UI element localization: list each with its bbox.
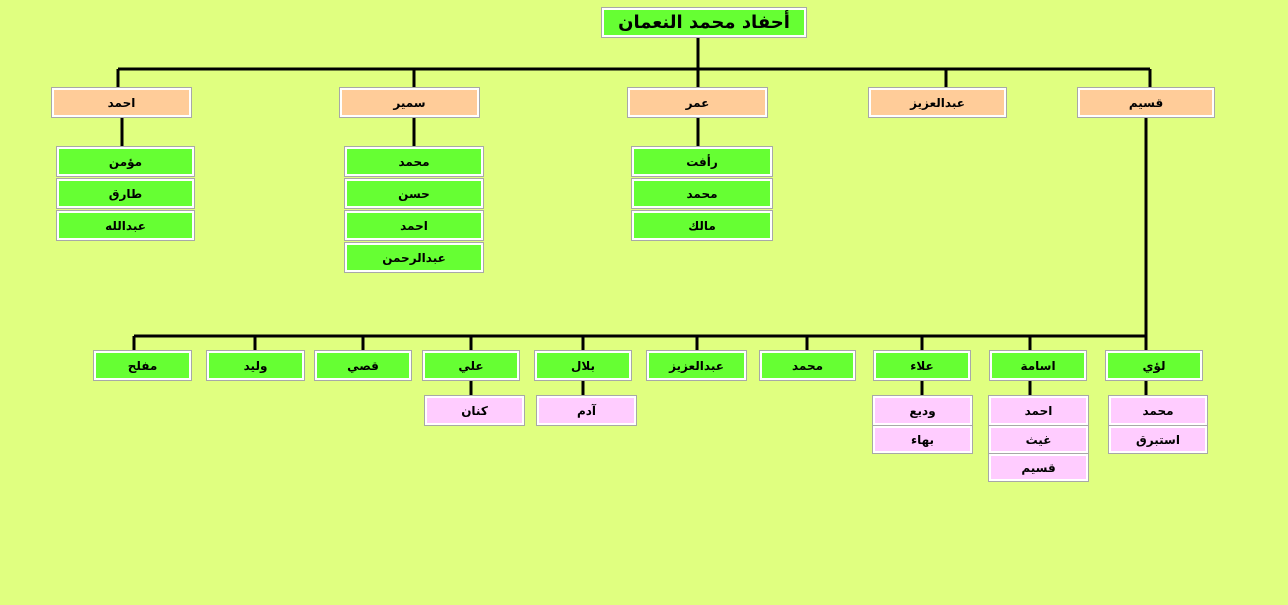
great-grandchild-node: بهاء (872, 425, 973, 454)
son-node: عمر (627, 87, 768, 118)
great-grandchild-node: كنان (424, 395, 525, 426)
grandchild-node: محمد (344, 146, 484, 177)
great-grandchild-node: آدم (536, 395, 637, 426)
grandchild-node: علي (422, 350, 520, 381)
grandchild-node: طارق (56, 178, 195, 209)
grandchild-node: بلال (534, 350, 632, 381)
son-node: سمير (339, 87, 480, 118)
great-grandchild-node: غيث (988, 425, 1089, 454)
grandchild-node: عبدالله (56, 210, 195, 241)
great-grandchild-node: استبرق (1108, 425, 1208, 454)
son-node: قسيم (1077, 87, 1215, 118)
tree-root-title: أحفاد محمد النعمان (601, 7, 807, 38)
great-grandchild-node: محمد (1108, 395, 1208, 426)
son-node: احمد (51, 87, 192, 118)
grandchild-node: اسامة (989, 350, 1087, 381)
grandchild-node: مفلح (93, 350, 192, 381)
grandchild-node: محمد (631, 178, 773, 209)
grandchild-node: مؤمن (56, 146, 195, 177)
great-grandchild-node: قسيم (988, 453, 1089, 482)
grandchild-node: احمد (344, 210, 484, 241)
grandchild-node: قصي (314, 350, 412, 381)
grandchild-node: حسن (344, 178, 484, 209)
son-node: عبدالعزيز (868, 87, 1007, 118)
great-grandchild-node: احمد (988, 395, 1089, 426)
grandchild-node: محمد (759, 350, 856, 381)
great-grandchild-node: وديع (872, 395, 973, 426)
grandchild-node: وليد (206, 350, 305, 381)
grandchild-node: مالك (631, 210, 773, 241)
grandchild-node: رأفت (631, 146, 773, 177)
grandchild-node: علاء (873, 350, 971, 381)
grandchild-node: لؤي (1105, 350, 1203, 381)
grandchild-node: عبدالعزيز (646, 350, 747, 381)
grandchild-node: عبدالرحمن (344, 242, 484, 273)
